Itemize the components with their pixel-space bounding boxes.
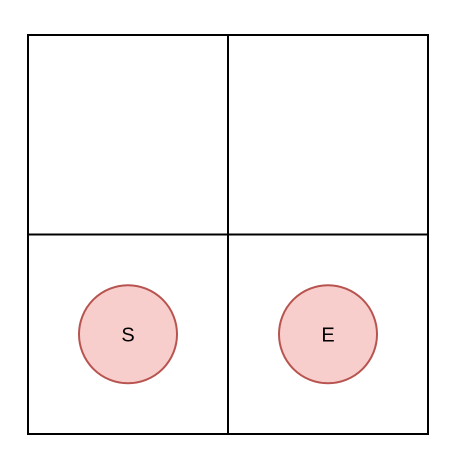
grid-cell-r0-c0 — [27, 34, 229, 236]
marker-label-e: E — [321, 324, 334, 346]
grid-cells — [27, 34, 429, 435]
marker-label-s: S — [121, 324, 134, 346]
grid-cell-r0-c1 — [227, 34, 429, 236]
marker-s: S — [78, 284, 178, 385]
marker-circle-s — [78, 284, 178, 385]
marker-circle-e — [278, 284, 378, 385]
marker-e: E — [278, 284, 378, 385]
